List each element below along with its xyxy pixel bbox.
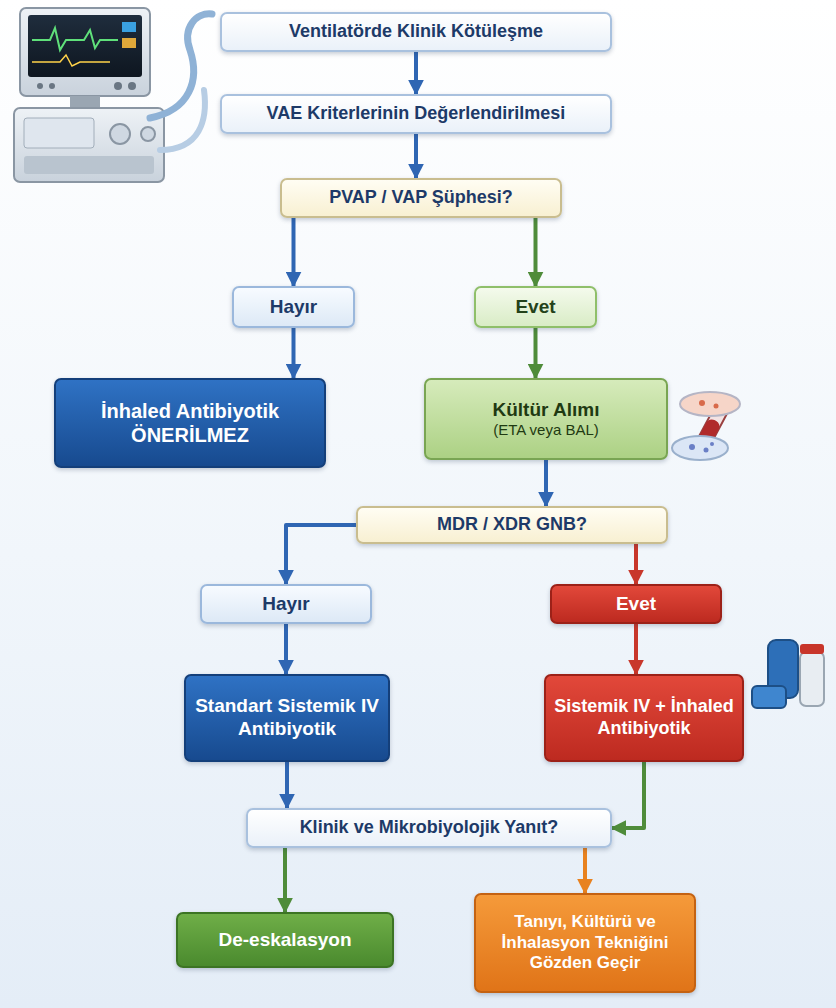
process-box: De-eskalasyon	[176, 912, 394, 968]
illustration-part	[672, 436, 728, 460]
flow-arrow	[534, 218, 538, 286]
flow-arrow	[285, 762, 289, 808]
illustration-part	[128, 82, 136, 90]
illustration-part	[122, 22, 136, 32]
illustration-part	[28, 15, 142, 77]
illustration-part	[680, 392, 740, 416]
illustration-part	[689, 444, 695, 450]
process-box: İnhaled Antibiyotik ÖNERİLMEZ	[54, 378, 326, 468]
illustration-part	[800, 644, 824, 654]
box-label: Tanıyı, Kültürü ve İnhalasyon Tekniğini …	[484, 912, 686, 973]
illustration-part	[160, 90, 205, 150]
decision-box: PVAP / VAP Şüphesi?	[280, 178, 562, 218]
illustration-part	[714, 404, 719, 409]
box-label: Sistemik IV + İnhaled Antibiyotik	[554, 696, 734, 739]
illustration-part	[672, 392, 740, 460]
box-label: De-eskalasyon	[218, 929, 351, 952]
box-label: MDR / XDR GNB?	[437, 514, 587, 536]
illustration-part	[800, 652, 824, 706]
illustration-part	[32, 55, 110, 66]
process-box: Ventilatörde Klinik Kötüleşme	[220, 12, 612, 52]
illustration-part	[24, 118, 94, 148]
flow-arrow	[414, 52, 418, 94]
box-label: Evet	[616, 593, 656, 616]
illustration-part	[14, 8, 212, 182]
process-box: VAE Kriterlerinin Değerlendirilmesi	[220, 94, 612, 134]
box-label: Hayır	[262, 593, 310, 616]
illustration-part	[114, 82, 122, 90]
box-label: Hayır	[270, 296, 318, 319]
illustration-part	[20, 8, 150, 96]
box-label: PVAP / VAP Şüphesi?	[329, 187, 513, 209]
illustration-part	[70, 96, 100, 108]
flow-arrow	[534, 328, 538, 378]
box-label: Evet	[515, 296, 555, 319]
box-label: VAE Kriterlerinin Değerlendirilmesi	[267, 103, 566, 125]
illustration-part	[704, 448, 709, 453]
process-box: Evet	[474, 286, 597, 328]
flow-arrow	[612, 762, 644, 828]
flow-arrow	[583, 848, 587, 893]
illustration-part	[24, 156, 154, 174]
box-label: Klinik ve Mikrobiyolojik Yanıt?	[300, 817, 559, 839]
flow-arrow	[292, 218, 296, 286]
flow-arrow	[414, 134, 418, 178]
illustration-part	[37, 83, 43, 89]
flow-arrow	[283, 848, 287, 912]
illustration-part	[752, 686, 786, 708]
flow-arrow	[634, 624, 638, 674]
process-box: Sistemik IV + İnhaled Antibiyotik	[544, 674, 744, 762]
illustration-part	[49, 83, 55, 89]
process-box: Klinik ve Mikrobiyolojik Yanıt?	[246, 808, 612, 848]
flow-arrow	[634, 544, 638, 584]
illustration-part	[141, 127, 155, 141]
box-label: Kültür Alımı	[493, 399, 600, 422]
flow-arrow	[284, 624, 288, 674]
decision-box: MDR / XDR GNB?	[356, 506, 668, 544]
flow-arrow	[286, 525, 356, 584]
illustration-part	[752, 640, 824, 708]
flow-arrow	[544, 460, 548, 506]
box-label: İnhaled Antibiyotik ÖNERİLMEZ	[64, 399, 316, 447]
process-box: Hayır	[200, 584, 372, 624]
box-body: (ETA veya BAL)	[493, 421, 599, 439]
process-box: Standart Sistemik IV Antibiyotik	[184, 674, 390, 762]
illustration-part	[122, 38, 136, 48]
process-box: Evet	[550, 584, 722, 624]
process-box: Kültür Alımı(ETA veya BAL)	[424, 378, 668, 460]
flow-arrow	[292, 328, 296, 378]
process-box: Tanıyı, Kültürü ve İnhalasyon Tekniğini …	[474, 893, 696, 993]
illustration-part	[110, 124, 130, 144]
box-label: Standart Sistemik IV Antibiyotik	[194, 695, 380, 741]
illustration-part	[710, 442, 714, 446]
illustration-part	[14, 108, 164, 182]
illustration-part	[32, 28, 118, 50]
box-label: Ventilatörde Klinik Kötüleşme	[289, 21, 543, 43]
illustration-part	[699, 400, 705, 406]
process-box: Hayır	[232, 286, 355, 328]
